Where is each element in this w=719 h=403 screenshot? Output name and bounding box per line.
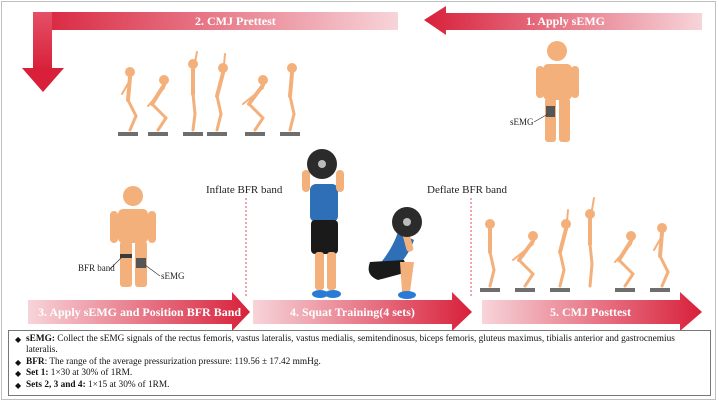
jumper-figure bbox=[183, 51, 203, 136]
jumper-figure bbox=[650, 223, 670, 292]
jumper-figure bbox=[207, 53, 228, 136]
step-4-label: 4. Squat Training(4 sets) bbox=[290, 305, 415, 319]
semg-sensor-label: sEMG bbox=[161, 271, 185, 281]
jumper-figure bbox=[614, 231, 636, 292]
force-plate bbox=[118, 132, 138, 136]
step-3-label: 3. Apply sEMG and Position BFR Band bbox=[38, 305, 242, 319]
bfr-band-label: BFR band bbox=[78, 263, 115, 273]
jumper-figure bbox=[550, 209, 571, 292]
force-plate bbox=[480, 288, 500, 292]
note-text: 1×15 at 30% of 1RM. bbox=[85, 379, 170, 390]
arrow-step-2 bbox=[22, 12, 398, 92]
jumper-figure bbox=[280, 63, 300, 136]
note-text: 1×30 at 30% of 1RM. bbox=[48, 368, 133, 379]
protocol-notes: ◆ sEMG: Collect the sEMG signals of the r… bbox=[8, 330, 711, 396]
diamond-bullet-icon: ◆ bbox=[15, 369, 22, 379]
force-plate bbox=[245, 132, 265, 136]
jumper-figure bbox=[585, 197, 595, 288]
note-term: Sets 2, 3 and 4: bbox=[26, 379, 86, 390]
cmj-posttest-figures bbox=[480, 197, 670, 292]
inflate-bfr-label: Inflate BFR band bbox=[203, 184, 286, 196]
note-item: ◆ Sets 2, 3 and 4: 1×15 at 30% of 1RM. bbox=[15, 380, 704, 391]
note-text: Collect the sEMG signals of the rectus f… bbox=[26, 334, 675, 356]
diamond-bullet-icon: ◆ bbox=[15, 357, 22, 367]
note-term: Set 1: bbox=[26, 368, 49, 379]
step-2-label: 2. CMJ Prettest bbox=[195, 14, 276, 28]
force-plate bbox=[280, 132, 300, 136]
force-plate bbox=[148, 132, 168, 136]
jumper-figure bbox=[242, 75, 268, 136]
note-item: ◆ Set 1: 1×30 at 30% of 1RM. bbox=[15, 368, 704, 379]
force-plate bbox=[550, 288, 570, 292]
force-plate bbox=[650, 288, 670, 292]
force-plate bbox=[183, 132, 203, 136]
barbell-squatter bbox=[302, 149, 344, 298]
diamond-bullet-icon: ◆ bbox=[15, 335, 22, 344]
barbell-squatter bbox=[368, 207, 422, 299]
person-icon bbox=[536, 41, 579, 142]
jumper-figure bbox=[118, 67, 138, 136]
jumper-figure bbox=[480, 219, 500, 292]
note-text: : The range of the average pressurizatio… bbox=[44, 356, 321, 367]
cmj-pretest-figures bbox=[118, 51, 300, 136]
arrow-step-5 bbox=[482, 292, 702, 331]
diamond-bullet-icon: ◆ bbox=[15, 380, 22, 390]
force-plate bbox=[515, 288, 535, 292]
arrow-step-1 bbox=[424, 6, 702, 35]
force-plate bbox=[615, 288, 635, 292]
note-item: ◆ sEMG: Collect the sEMG signals of the r… bbox=[15, 334, 704, 357]
note-term: sEMG: bbox=[26, 334, 55, 344]
force-plate bbox=[207, 132, 227, 136]
note-term: BFR bbox=[26, 356, 45, 367]
semg-sensor-label: sEMG bbox=[510, 117, 534, 127]
person-icon bbox=[110, 186, 156, 287]
arrow-step-3 bbox=[28, 292, 250, 331]
deflate-bfr-label: Deflate BFR band bbox=[424, 184, 511, 196]
step-5-label: 5. CMJ Posttest bbox=[550, 305, 631, 319]
jumper-figure bbox=[512, 231, 538, 292]
step-1-label: 1. Apply sEMG bbox=[526, 14, 606, 28]
jumper-figure bbox=[147, 75, 169, 136]
arrow-step-4 bbox=[253, 292, 472, 331]
note-item: ◆ BFR: The range of the average pressuriz… bbox=[15, 357, 704, 368]
